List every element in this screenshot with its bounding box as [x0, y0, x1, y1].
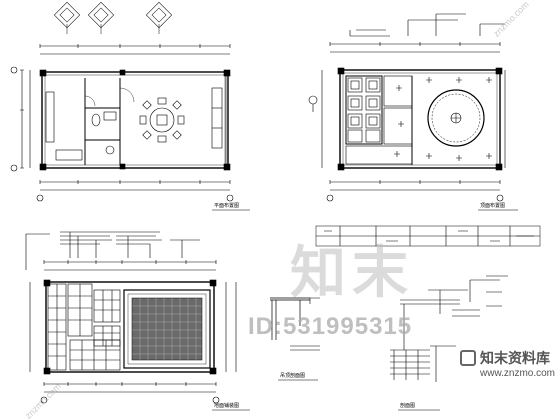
watermark-big-text: 知末 — [290, 241, 414, 304]
floor-finish-plan — [25, 231, 250, 411]
ceiling-grid-panels — [345, 75, 383, 145]
floor-title: 地面铺装图 — [214, 403, 240, 409]
ceiling-plan — [308, 13, 518, 211]
detail-sections — [270, 225, 541, 411]
section-title: 剖面图 — [400, 403, 416, 409]
dining-table — [139, 97, 185, 143]
round-ceiling — [427, 89, 485, 147]
brand-name: 知末资料库 — [480, 350, 550, 366]
watermark-id: ID:531995315 — [248, 313, 413, 340]
plan-title: 平面布置图 — [214, 203, 240, 209]
detail-title: 吊顶剖面图 — [280, 373, 306, 379]
patterned-floor — [123, 289, 211, 369]
floor-plan — [10, 1, 250, 211]
ornament-tiles — [53, 1, 173, 34]
brand-logo-icon — [460, 350, 476, 366]
brand-badge: 知末资料库 www.znzmo.com — [458, 348, 560, 402]
brand-url: www.znzmo.com — [480, 368, 556, 379]
ceiling-title: 顶面布置图 — [480, 203, 506, 209]
